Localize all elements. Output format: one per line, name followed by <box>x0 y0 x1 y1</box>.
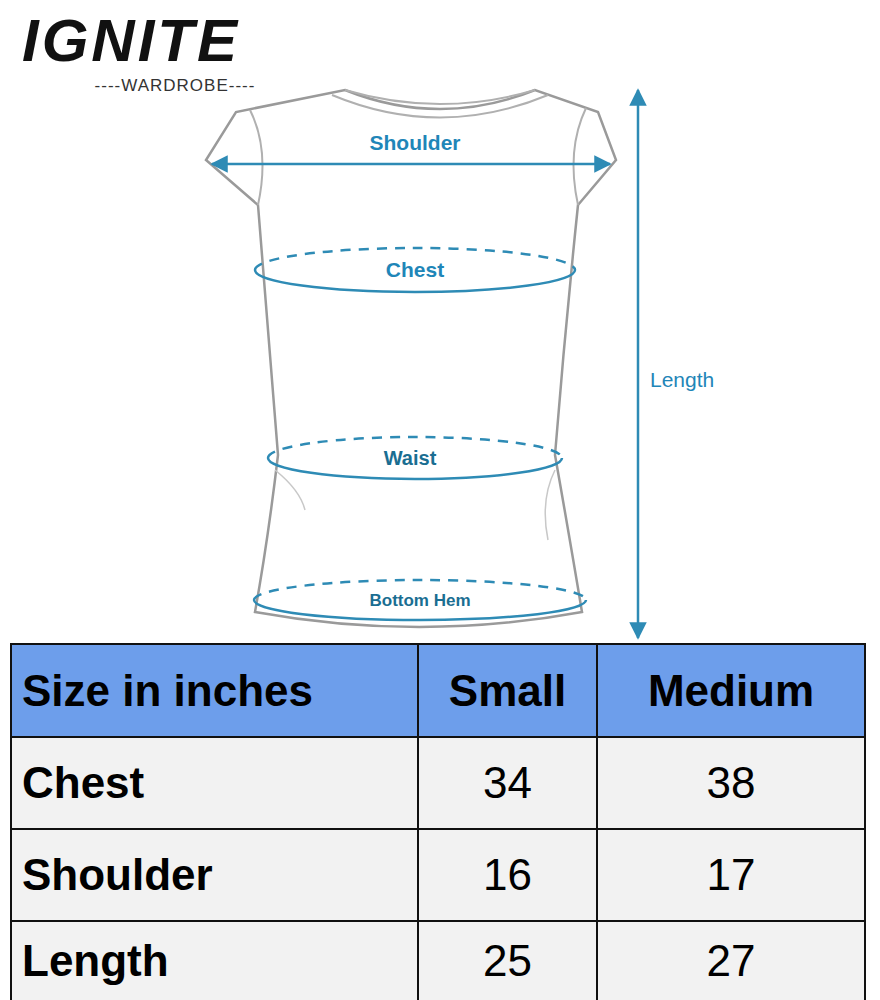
table-body-bg <box>10 737 866 1000</box>
armhole-seam <box>250 110 263 205</box>
table-header-cell: Medium <box>598 645 864 736</box>
table-cell: 27 <box>598 922 864 1000</box>
collar-line <box>332 95 548 118</box>
table-cell: 34 <box>419 738 596 828</box>
table-header-cell: Small <box>419 645 596 736</box>
fabric-fold <box>545 470 555 540</box>
measure-label: Chest <box>350 256 480 284</box>
table-header-cell: Size in inches <box>12 645 417 736</box>
measure-label: Bottom Hem <box>320 588 520 614</box>
measure-label: Waist <box>345 444 475 472</box>
shirt-outline <box>206 90 616 627</box>
brand-logo: IGNITE <box>18 8 328 72</box>
table-grid <box>10 643 866 1000</box>
measure-label: Length <box>650 365 760 395</box>
brand-subtitle: ----WARDROBE---- <box>30 72 320 100</box>
table-row-label: Length <box>12 922 417 1000</box>
table-header-bg <box>10 643 866 737</box>
table-cell: 25 <box>419 922 596 1000</box>
fabric-fold <box>275 470 305 510</box>
collar-line <box>345 90 535 104</box>
table-cell: 38 <box>598 738 864 828</box>
measure-label: Shoulder <box>330 128 500 158</box>
armhole-seam <box>574 108 587 205</box>
table-cell: 16 <box>419 830 596 920</box>
length-arrow <box>637 90 640 638</box>
table-row-label: Chest <box>12 738 417 828</box>
shoulder-arrow <box>212 163 610 166</box>
table-row-label: Shoulder <box>12 830 417 920</box>
table-cell: 17 <box>598 830 864 920</box>
